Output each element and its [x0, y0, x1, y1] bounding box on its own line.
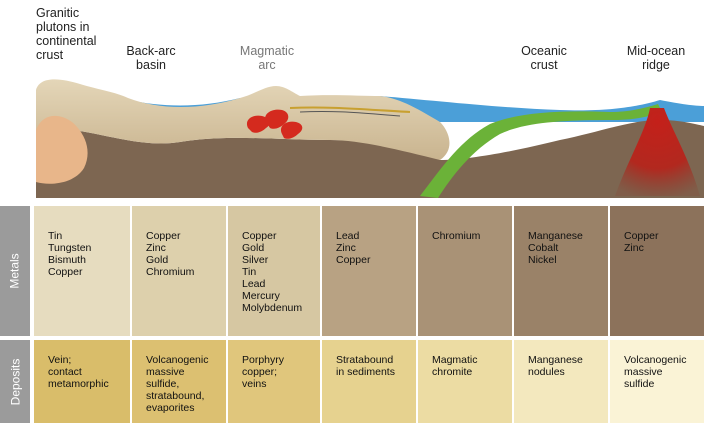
- subducting-slab: [420, 104, 662, 198]
- label-granitic-plutons: Granitic plutons in continental crust: [36, 6, 97, 62]
- arc-magma-1: [246, 115, 270, 133]
- metals-cell-ridge: Copper Zinc: [610, 206, 704, 336]
- metals-cell-chromite: Chromium: [418, 206, 512, 336]
- deposits-cell-nodules: Manganese nodules: [514, 340, 608, 423]
- deposits-cell-sediments: Stratabound in sediments: [322, 340, 416, 423]
- metals-cell-sediments: Lead Zinc Copper: [322, 206, 416, 336]
- arc-magma-2: [265, 109, 289, 129]
- arc-magma-3: [280, 121, 303, 139]
- deposits-cell-back-arc: Volcanogenic massive sulfide, strataboun…: [132, 340, 226, 423]
- deposits-cell-magmatic-arc: Porphyry copper; veins: [228, 340, 320, 423]
- granitic-pluton: [36, 115, 88, 184]
- metals-cell-magmatic-arc: Copper Gold Silver Tin Lead Mercury Moly…: [228, 206, 320, 336]
- label-oceanic-crust: Oceanic crust: [521, 44, 567, 72]
- metals-cell-nodules: Manganese Cobalt Nickel: [514, 206, 608, 336]
- metals-row-label: Metals: [0, 206, 30, 336]
- ridge-magma-plume: [615, 108, 700, 196]
- metals-cell-granitic: Tin Tungsten Bismuth Copper: [34, 206, 130, 336]
- mantle-layer: [36, 120, 704, 198]
- label-mid-ocean-ridge: Mid-ocean ridge: [626, 44, 686, 72]
- deposits-cell-granitic: Vein; contact metamorphic: [34, 340, 130, 423]
- label-back-arc-basin: Back-arc basin: [126, 44, 176, 72]
- deposits-cell-chromite: Magmatic chromite: [418, 340, 512, 423]
- label-magmatic-arc: Magmatic arc: [239, 44, 295, 72]
- continental-crust: [36, 79, 450, 160]
- tectonic-cross-section: [0, 79, 704, 204]
- metals-cell-back-arc: Copper Zinc Gold Chromium: [132, 206, 226, 336]
- deposits-row-label: Deposits: [0, 340, 30, 423]
- deposits-cell-ridge: Volcanogenic massive sulfide: [610, 340, 704, 423]
